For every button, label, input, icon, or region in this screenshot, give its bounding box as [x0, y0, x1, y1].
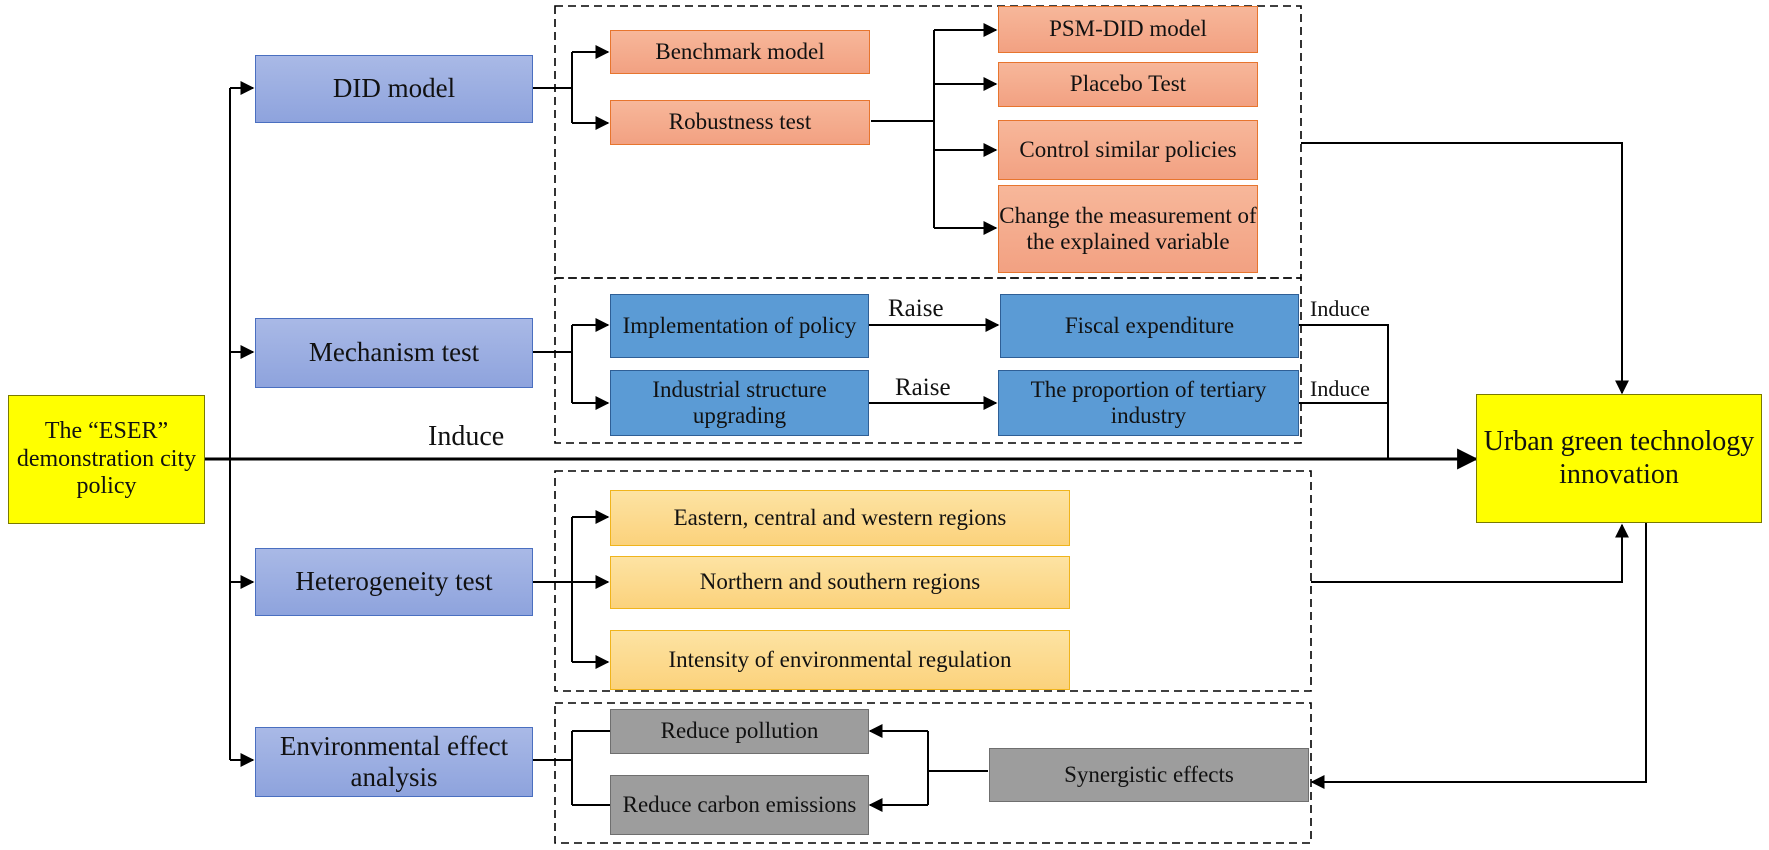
control-policies-box: Control similar policies — [998, 120, 1258, 180]
measurement-change-box: Change the measurement of the explained … — [998, 185, 1258, 273]
heterogeneity-test-box: Heterogeneity test — [255, 548, 533, 616]
induce-line-1 — [1299, 324, 1389, 459]
fiscal-expenditure-label: Fiscal expenditure — [1064, 312, 1235, 338]
control-policies-label: Control similar policies — [1019, 136, 1237, 162]
environment-group-frame — [554, 702, 1312, 844]
reduce-pollution-box: Reduce pollution — [610, 709, 869, 754]
reduce-carbon-label: Reduce carbon emissions — [622, 791, 857, 817]
source-policy-label: The “ESER” demonstration city policy — [16, 418, 197, 500]
regulation-intensity-box: Intensity of environmental regulation — [610, 630, 1070, 690]
heterogeneity-to-target — [1311, 523, 1629, 583]
reduce-carbon-box: Reduce carbon emissions — [610, 775, 869, 835]
environmental-analysis-label: Environmental effect analysis — [279, 730, 509, 792]
measurement-change-label: Change the measurement of the explained … — [999, 202, 1257, 254]
induce-label-1: Induce — [1310, 296, 1370, 321]
benchmark-model-box: Benchmark model — [610, 30, 870, 74]
regions-ns-label: Northern and southern regions — [699, 569, 981, 595]
reduce-pollution-label: Reduce pollution — [660, 718, 819, 744]
regions-ns-box: Northern and southern regions — [610, 556, 1070, 609]
raise-label-2: Raise — [895, 374, 951, 401]
robustness-test-box: Robustness test — [610, 100, 870, 145]
robustness-test-label: Robustness test — [668, 109, 812, 135]
heterogeneity-test-label: Heterogeneity test — [295, 566, 493, 597]
fiscal-expenditure-box: Fiscal expenditure — [1000, 294, 1299, 358]
raise-label-1: Raise — [888, 295, 944, 322]
synergistic-effects-box: Synergistic effects — [989, 748, 1309, 802]
placebo-test-label: Placebo Test — [1069, 71, 1187, 97]
benchmark-model-label: Benchmark model — [655, 38, 825, 64]
psm-did-box: PSM-DID model — [998, 6, 1258, 53]
target-innovation-label: Urban green technology innovation — [1483, 426, 1755, 490]
regions-ecw-label: Eastern, central and western regions — [673, 504, 1007, 530]
did-model-label: DID model — [332, 73, 456, 104]
did-group-to-target — [1301, 142, 1629, 395]
mechanism-test-label: Mechanism test — [308, 337, 480, 368]
industrial-upgrading-label: Industrial structure upgrading — [652, 376, 827, 428]
environmental-analysis-box: Environmental effect analysis — [255, 727, 533, 797]
synergistic-effects-label: Synergistic effects — [1064, 761, 1234, 787]
tertiary-industry-label: The proportion of tertiary industry — [1030, 376, 1267, 428]
psm-did-label: PSM-DID model — [1049, 16, 1207, 42]
target-to-synergy — [1310, 523, 1647, 789]
regions-ecw-box: Eastern, central and western regions — [610, 490, 1070, 546]
induce-label-2: Induce — [1310, 376, 1370, 401]
mechanism-test-box: Mechanism test — [255, 318, 533, 388]
source-policy-box: The “ESER” demonstration city policy — [8, 395, 205, 524]
implementation-policy-label: Implementation of policy — [622, 312, 857, 338]
main-induce-label: Induce — [428, 421, 505, 452]
did-model-box: DID model — [255, 55, 533, 123]
implementation-policy-box: Implementation of policy — [610, 294, 869, 358]
did-group-frame — [554, 5, 1302, 279]
industrial-upgrading-box: Industrial structure upgrading — [610, 370, 869, 436]
regulation-intensity-label: Intensity of environmental regulation — [668, 646, 1012, 672]
tertiary-industry-box: The proportion of tertiary industry — [998, 370, 1299, 436]
placebo-test-box: Placebo Test — [998, 62, 1258, 107]
target-innovation-box: Urban green technology innovation — [1476, 394, 1762, 523]
environment-back-connector — [533, 730, 610, 806]
